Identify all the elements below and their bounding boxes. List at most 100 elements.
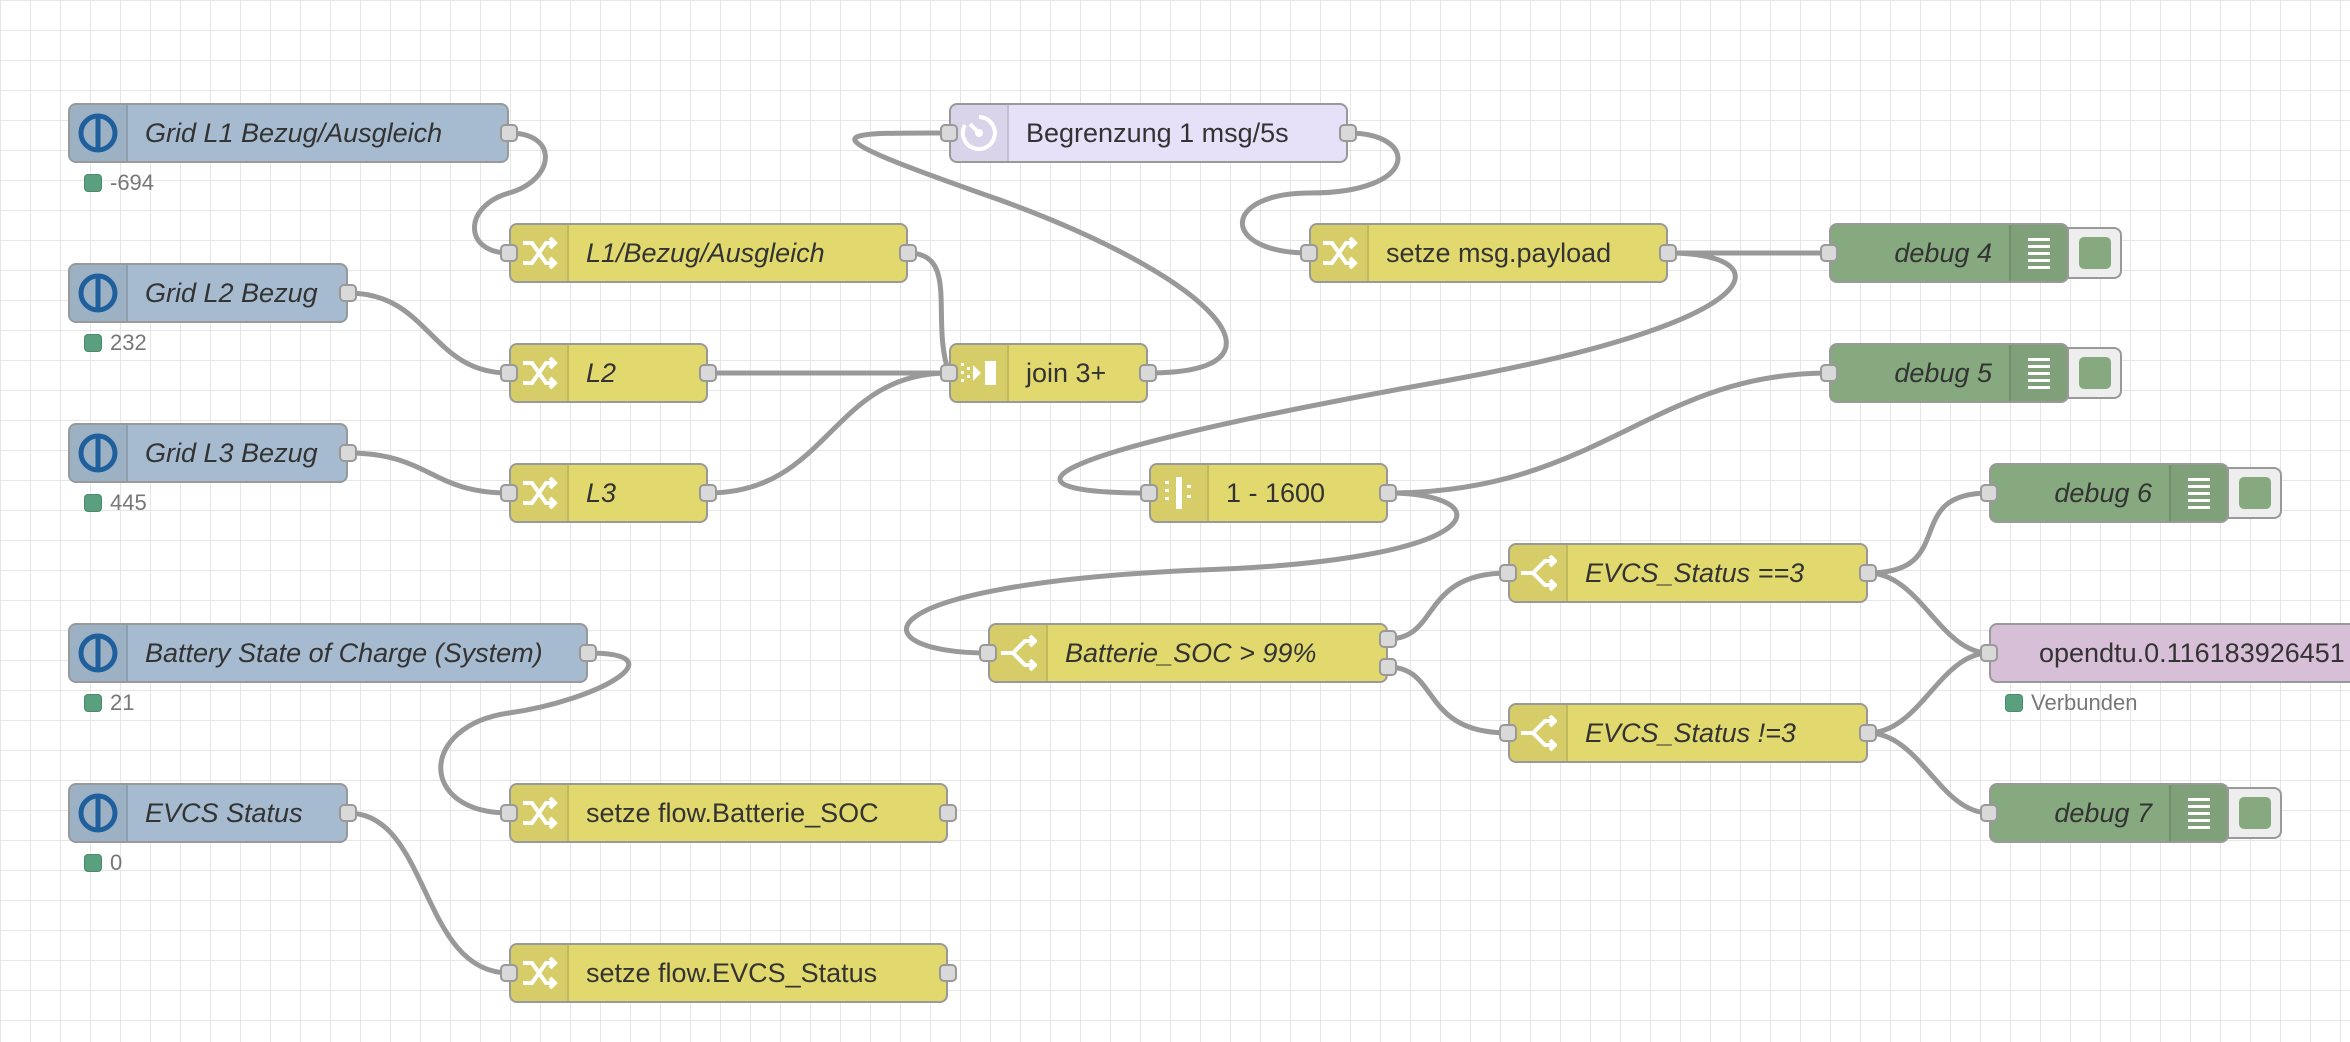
shuffle-icon bbox=[511, 345, 569, 401]
shuffle-icon bbox=[511, 465, 569, 521]
input-port[interactable] bbox=[1820, 364, 1838, 382]
input-port[interactable] bbox=[1499, 724, 1517, 742]
node-change-l1[interactable]: L1/Bezug/Ausgleich bbox=[509, 223, 908, 283]
shuffle-icon bbox=[511, 945, 569, 1001]
shuffle-icon bbox=[1311, 225, 1369, 281]
output-port-1[interactable] bbox=[1379, 630, 1397, 648]
debug-toggle-button[interactable] bbox=[2227, 787, 2282, 839]
node-grid-l1[interactable]: Grid L1 Bezug/Ausgleich bbox=[68, 103, 509, 163]
input-port[interactable] bbox=[1820, 244, 1838, 262]
input-port[interactable] bbox=[500, 484, 518, 502]
input-port[interactable] bbox=[500, 804, 518, 822]
output-port[interactable] bbox=[699, 484, 717, 502]
input-port[interactable] bbox=[500, 364, 518, 382]
input-port[interactable] bbox=[1140, 484, 1158, 502]
node-label: EVCS_Status !=3 bbox=[1585, 717, 1796, 748]
input-port[interactable] bbox=[940, 364, 958, 382]
iobroker-icon bbox=[70, 265, 128, 321]
status-text: 445 bbox=[110, 490, 147, 515]
wire bbox=[1867, 570, 1990, 656]
node-grid-l3[interactable]: Grid L3 Bezug bbox=[68, 423, 348, 483]
node-label: L3 bbox=[586, 477, 617, 508]
iobroker-icon bbox=[70, 425, 128, 481]
output-port[interactable] bbox=[1339, 124, 1357, 142]
node-grid-l2[interactable]: Grid L2 Bezug bbox=[68, 263, 348, 323]
node-set-battery-soc[interactable]: setze flow.Batterie_SOC bbox=[509, 783, 948, 843]
output-port[interactable] bbox=[339, 444, 357, 462]
output-port[interactable] bbox=[1379, 484, 1397, 502]
node-set-payload[interactable]: setze msg.payload bbox=[1309, 223, 1668, 283]
node-label: setze msg.payload bbox=[1386, 237, 1612, 268]
node-label: L1/Bezug/Ausgleich bbox=[586, 237, 825, 268]
node-evcs-status[interactable]: EVCS Status bbox=[68, 783, 348, 843]
node-label: Begrenzung 1 msg/5s bbox=[1026, 117, 1289, 148]
wire bbox=[1867, 730, 1990, 816]
output-port[interactable] bbox=[899, 244, 917, 262]
output-port[interactable] bbox=[939, 964, 957, 982]
status-dot-icon bbox=[84, 694, 102, 712]
status-grid-l2: 232 bbox=[84, 330, 147, 356]
input-port[interactable] bbox=[1980, 644, 1998, 662]
output-port[interactable] bbox=[1859, 564, 1877, 582]
output-port[interactable] bbox=[579, 644, 597, 662]
node-range[interactable]: 1 - 1600 bbox=[1149, 463, 1388, 523]
node-join[interactable]: join 3+ bbox=[949, 343, 1148, 403]
wire bbox=[1867, 490, 1990, 576]
input-port[interactable] bbox=[1300, 244, 1318, 262]
status-dot-icon bbox=[84, 494, 102, 512]
node-switch-evcs-ne3[interactable]: EVCS_Status !=3 bbox=[1508, 703, 1868, 763]
input-port[interactable] bbox=[940, 124, 958, 142]
input-port[interactable] bbox=[1980, 484, 1998, 502]
node-change-l2[interactable]: L2 bbox=[509, 343, 708, 403]
input-port[interactable] bbox=[979, 644, 997, 662]
output-port[interactable] bbox=[1859, 724, 1877, 742]
debug-toggle-button[interactable] bbox=[2227, 467, 2282, 519]
node-label: Batterie_SOC > 99% bbox=[1065, 637, 1317, 668]
output-port[interactable] bbox=[1659, 244, 1677, 262]
wire bbox=[347, 290, 510, 376]
output-port[interactable] bbox=[1139, 364, 1157, 382]
debug-toggle-button[interactable] bbox=[2067, 347, 2122, 399]
list-icon bbox=[2169, 465, 2227, 521]
node-debug-7[interactable]: debug 7 bbox=[1989, 783, 2229, 843]
status-battery: 21 bbox=[84, 690, 134, 716]
node-delay[interactable]: Begrenzung 1 msg/5s bbox=[949, 103, 1348, 163]
node-set-evcs-status[interactable]: setze flow.EVCS_Status bbox=[509, 943, 948, 1003]
node-debug-5[interactable]: debug 5 bbox=[1829, 343, 2069, 403]
node-change-l3[interactable]: L3 bbox=[509, 463, 708, 523]
input-port[interactable] bbox=[500, 244, 518, 262]
wire bbox=[347, 450, 510, 496]
node-battery-soc[interactable]: Battery State of Charge (System) bbox=[68, 623, 588, 683]
switch-icon bbox=[1510, 545, 1568, 601]
status-dot-icon bbox=[2005, 694, 2023, 712]
wire bbox=[347, 810, 510, 976]
node-switch-soc[interactable]: Batterie_SOC > 99% bbox=[988, 623, 1388, 683]
status-dot-icon bbox=[84, 174, 102, 192]
node-label: opendtu.0.116183926451 bbox=[2039, 637, 2345, 668]
wire bbox=[438, 650, 632, 816]
wire bbox=[707, 370, 950, 496]
node-label: debug 5 bbox=[1894, 357, 1992, 388]
node-switch-evcs-eq3[interactable]: EVCS_Status ==3 bbox=[1508, 543, 1868, 603]
input-port[interactable] bbox=[1499, 564, 1517, 582]
input-port[interactable] bbox=[500, 964, 518, 982]
output-port[interactable] bbox=[699, 364, 717, 382]
node-debug-4[interactable]: debug 4 bbox=[1829, 223, 2069, 283]
node-label: Battery State of Charge (System) bbox=[145, 637, 543, 668]
output-port[interactable] bbox=[339, 804, 357, 822]
output-port[interactable] bbox=[339, 284, 357, 302]
node-opendtu-output[interactable]: opendtu.0.116183926451 bbox=[1989, 623, 2350, 683]
status-text: -694 bbox=[110, 170, 155, 195]
node-label: Grid L2 Bezug bbox=[145, 277, 318, 308]
node-debug-6[interactable]: debug 6 bbox=[1989, 463, 2229, 523]
wire bbox=[1387, 570, 1509, 642]
status-text: 21 bbox=[110, 690, 135, 715]
output-port[interactable] bbox=[500, 124, 518, 142]
debug-toggle-button[interactable] bbox=[2067, 227, 2122, 279]
node-label: setze flow.Batterie_SOC bbox=[586, 797, 879, 828]
input-port[interactable] bbox=[1980, 804, 1998, 822]
output-port[interactable] bbox=[939, 804, 957, 822]
iobroker-icon bbox=[70, 625, 128, 681]
output-port-2[interactable] bbox=[1379, 658, 1397, 676]
